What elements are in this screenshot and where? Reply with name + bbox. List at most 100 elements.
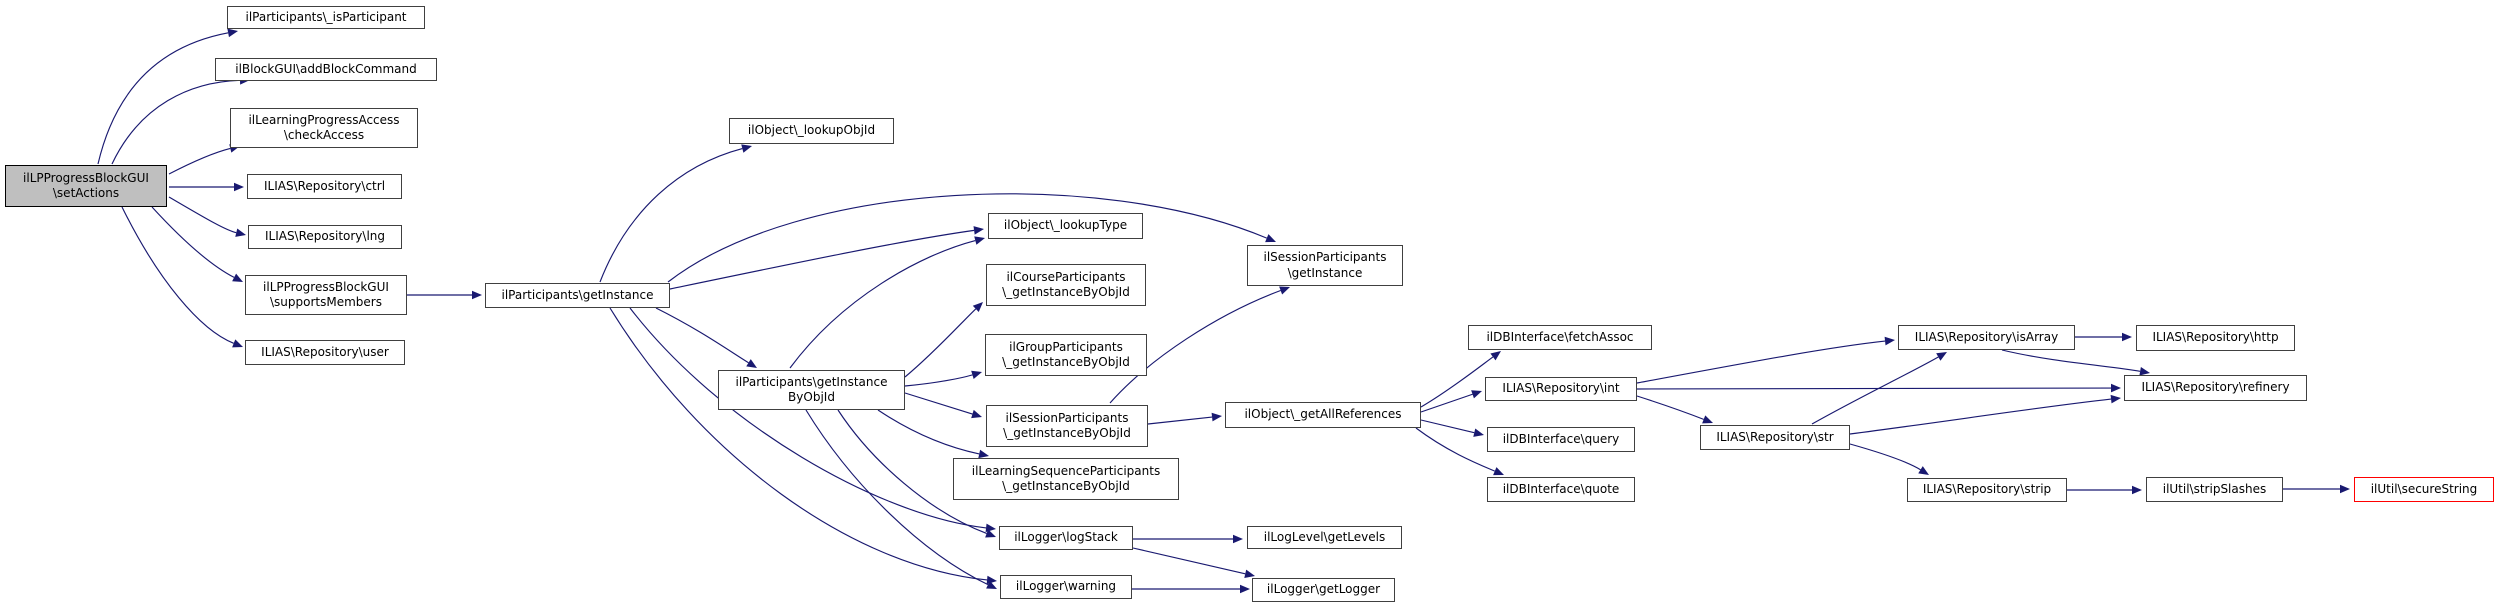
edge-getinstancebyobjid-to-lookuptype bbox=[789, 239, 976, 369]
node-logstack[interactable]: ilLogger\logStack bbox=[999, 526, 1133, 550]
node-label-line: \getInstance bbox=[1287, 265, 1363, 280]
node-label-line: ByObjId bbox=[788, 390, 835, 404]
node-label-line: ilObject\_lookupType bbox=[1003, 218, 1128, 233]
edge-setactions-to-checkaccess bbox=[168, 147, 231, 175]
node-learningseqp[interactable]: ilLearningSequenceParticipants\_getInsta… bbox=[953, 458, 1179, 500]
node-str[interactable]: ILIAS\Repository\str bbox=[1700, 425, 1850, 450]
node-getlevels[interactable]: ilLogLevel\getLevels bbox=[1247, 526, 1402, 549]
edge-isarray-to-refinery bbox=[2001, 349, 2141, 372]
edge-getinstance-to-logstack bbox=[629, 307, 987, 529]
node-warning[interactable]: ilLogger\warning bbox=[1000, 575, 1132, 599]
node-label-line: ilObject\_getAllReferences bbox=[1244, 407, 1402, 422]
edge-getallreferences-to-fetchassoc bbox=[1420, 356, 1494, 408]
node-label-line: ilCourseParticipants bbox=[1006, 269, 1126, 284]
arrowhead-str-to-isarray bbox=[1936, 352, 1947, 361]
node-refinery[interactable]: ILIAS\Repository\refinery bbox=[2124, 375, 2307, 401]
node-sessionpbyobjid[interactable]: ilSessionParticipants\_getInstanceByObjI… bbox=[986, 405, 1148, 447]
node-securestring[interactable]: ilUtil\secureString bbox=[2354, 477, 2494, 502]
node-supportsmembers[interactable]: ilLPProgressBlockGUI\supportsMembers bbox=[245, 275, 407, 315]
node-ctrl[interactable]: ILIAS\Repository\ctrl bbox=[247, 174, 402, 199]
node-label-line: ILIAS\Repository\isArray bbox=[1914, 329, 2059, 344]
node-isparticipant[interactable]: ilParticipants\_isParticipant bbox=[227, 6, 425, 29]
node-checkaccess[interactable]: ilLearningProgressAccess\checkAccess bbox=[230, 108, 418, 148]
arrowhead-getinstancebyobjid-to-learningseqp bbox=[978, 449, 989, 459]
node-label-line: ilParticipants\_isParticipant bbox=[245, 9, 407, 24]
node-getinstance[interactable]: ilParticipants\getInstance bbox=[485, 283, 670, 308]
arrowhead-isarray-to-refinery bbox=[2139, 367, 2150, 376]
edge-getinstance-to-lookupobjid bbox=[599, 147, 743, 283]
arrowhead-int-to-isarray bbox=[1884, 336, 1895, 346]
node-lng[interactable]: ILIAS\Repository\lng bbox=[248, 225, 402, 249]
node-lookupobjid[interactable]: ilObject\_lookupObjId bbox=[729, 118, 894, 144]
node-label-line: ILIAS\Repository\str bbox=[1716, 429, 1834, 444]
node-http[interactable]: ILIAS\Repository\http bbox=[2136, 325, 2295, 351]
node-addblockcommand[interactable]: ilBlockGUI\addBlockCommand bbox=[215, 58, 437, 81]
node-label-line: ilLogger\getLogger bbox=[1266, 582, 1381, 597]
node-setactions: ilLPProgressBlockGUI\setActions bbox=[5, 165, 167, 207]
arrowhead-isarray-to-http bbox=[2122, 332, 2132, 342]
node-label-line: ilDBInterface\quote bbox=[1502, 481, 1620, 496]
node-fetchassoc[interactable]: ilDBInterface\fetchAssoc bbox=[1468, 325, 1652, 350]
arrowhead-stripslashes-to-securestring bbox=[2340, 484, 2350, 494]
edge-int-to-str bbox=[1636, 395, 1704, 420]
arrowhead-setactions-to-isparticipant bbox=[227, 28, 238, 38]
node-sessionpgetinstance[interactable]: ilSessionParticipants\getInstance bbox=[1247, 245, 1403, 286]
arrowhead-getallreferences-to-int bbox=[1471, 390, 1482, 399]
node-label-line: ILIAS\Repository\ctrl bbox=[263, 178, 386, 193]
node-label-line: \setActions bbox=[52, 186, 120, 200]
arrowhead-setactions-to-supportsmembers bbox=[232, 273, 243, 282]
node-user[interactable]: ILIAS\Repository\user bbox=[245, 340, 405, 365]
node-label-line: \_getInstanceByObjId bbox=[1003, 426, 1131, 440]
node-label-line: ilSessionParticipants bbox=[1005, 410, 1129, 425]
node-coursep[interactable]: ilCourseParticipants\_getInstanceByObjId bbox=[986, 264, 1146, 306]
node-lookuptype[interactable]: ilObject\_lookupType bbox=[988, 213, 1143, 239]
arrowhead-getinstance-to-sessionpgetinstance bbox=[1265, 234, 1276, 243]
node-label-line: \checkAccess bbox=[283, 128, 365, 142]
arrowhead-sessionpbyobjid-to-sessionpgetinstance bbox=[1279, 286, 1290, 295]
arrowhead-getinstance-to-warning bbox=[986, 575, 997, 585]
arrowhead-getinstancebyobjid-to-coursep bbox=[972, 302, 983, 313]
node-strip[interactable]: ILIAS\Repository\strip bbox=[1907, 478, 2067, 502]
edge-int-to-isarray bbox=[1636, 340, 1886, 384]
node-stripslashes[interactable]: ilUtil\stripSlashes bbox=[2146, 477, 2283, 502]
arrowhead-logstack-to-getlogger bbox=[1244, 569, 1255, 578]
arrowhead-getallreferences-to-quote bbox=[1493, 467, 1504, 476]
arrowhead-supportsmembers-to-getinstance bbox=[472, 290, 482, 300]
node-label-line: ilUtil\stripSlashes bbox=[2162, 481, 2267, 496]
edge-str-to-strip bbox=[1849, 443, 1921, 471]
node-getallreferences[interactable]: ilObject\_getAllReferences bbox=[1225, 402, 1421, 428]
arrowhead-setactions-to-user bbox=[232, 339, 243, 348]
node-quote[interactable]: ilDBInterface\quote bbox=[1487, 477, 1635, 502]
arrowhead-getallreferences-to-query bbox=[1473, 428, 1484, 437]
edge-setactions-to-isparticipant bbox=[97, 32, 229, 165]
arrowhead-warning-to-getlogger bbox=[1240, 584, 1250, 594]
arrowhead-str-to-refinery bbox=[2110, 394, 2121, 404]
arrowhead-getallreferences-to-fetchassoc bbox=[1490, 351, 1501, 361]
edge-int-to-refinery bbox=[1636, 387, 2112, 390]
edge-getinstancebyobjid-to-warning bbox=[805, 409, 989, 586]
arrowhead-getinstance-to-lookupobjid bbox=[741, 144, 752, 153]
edge-str-to-isarray bbox=[1811, 356, 1939, 425]
node-int[interactable]: ILIAS\Repository\int bbox=[1485, 377, 1637, 401]
node-label-line: \_getInstanceByObjId bbox=[1002, 355, 1130, 369]
node-label-line: ilLPProgressBlockGUI bbox=[23, 170, 149, 185]
arrowhead-sessionpbyobjid-to-getallreferences bbox=[1211, 412, 1222, 422]
node-label-line: ILIAS\Repository\lng bbox=[264, 229, 386, 244]
node-query[interactable]: ilDBInterface\query bbox=[1487, 427, 1635, 452]
node-label-line: ilParticipants\getInstance bbox=[735, 374, 888, 389]
node-label-line: ilParticipants\getInstance bbox=[501, 287, 654, 302]
node-label-line: \supportsMembers bbox=[270, 295, 382, 309]
node-label-line: ILIAS\Repository\int bbox=[1502, 381, 1620, 396]
node-groupp[interactable]: ilGroupParticipants\_getInstanceByObjId bbox=[985, 334, 1147, 376]
node-getlogger[interactable]: ilLogger\getLogger bbox=[1252, 578, 1395, 602]
node-label-line: ILIAS\Repository\user bbox=[261, 344, 389, 359]
node-isarray[interactable]: ILIAS\Repository\isArray bbox=[1898, 325, 2075, 350]
arrowhead-getinstance-to-logstack bbox=[985, 523, 996, 533]
edge-getallreferences-to-quote bbox=[1415, 427, 1496, 472]
edge-getinstancebyobjid-to-coursep bbox=[904, 308, 977, 378]
edge-setactions-to-user bbox=[121, 206, 234, 344]
node-label-line: ilObject\_lookupObjId bbox=[747, 123, 876, 138]
node-label-line: ilSessionParticipants bbox=[1263, 250, 1387, 264]
